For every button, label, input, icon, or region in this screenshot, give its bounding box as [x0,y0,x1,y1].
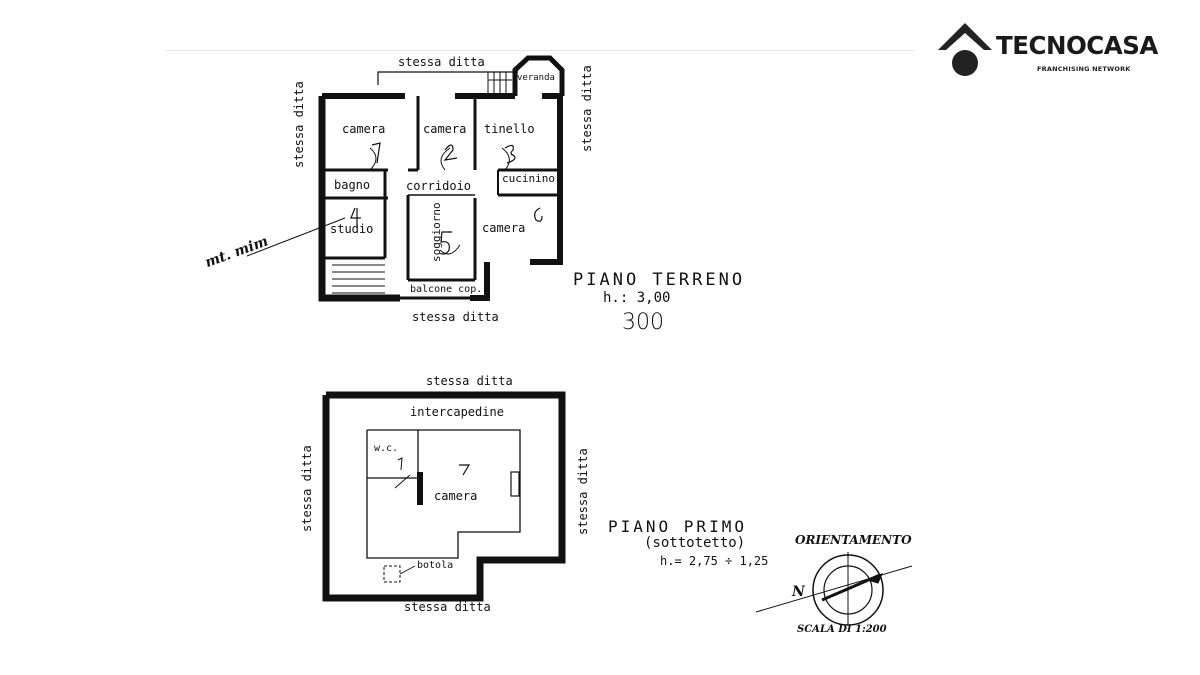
room-label-cucinino: cucinino [502,172,555,185]
ground-neighbor-right: stessa ditta [580,65,594,152]
room-label-corridoio: corridoio [406,179,472,193]
room-label-balcone: balcone cop. [410,284,483,295]
room-label-soggiorno: soggiorno [430,202,443,262]
ground-floor-walls [246,55,565,302]
room-label-wc: w.c. [374,443,399,454]
first-neighbor-right: stessa ditta [576,448,590,535]
first-neighbor-left: stessa ditta [300,445,314,532]
first-floor-height: h.= 2,75 ÷ 1,25 [660,554,769,568]
first-neighbor-top: stessa ditta [426,374,513,388]
room-label-studio: studio [330,222,374,236]
ground-floor-height: h.: 3,00 [603,290,671,306]
first-neighbor-bottom: stessa ditta [404,600,491,614]
scale-label: SCALA DI 1:200 [797,624,887,635]
compass-label: ORIENTAMENTO [795,533,912,547]
tecnocasa-logo [938,23,992,76]
room-label-camera-6: camera [482,221,526,235]
compass-rose [755,552,913,626]
compass-north: N [792,584,805,600]
first-floor-title: PIANO PRIMO [608,517,747,536]
brand-tagline: FRANCHISING NETWORK [1037,65,1131,73]
first-floor-subtitle: (sottotetto) [644,535,746,551]
room-label-veranda: veranda [517,73,555,83]
room-label-intercapedine: intercapedine [410,405,504,419]
room-label-camera-2: camera [423,122,467,136]
room-label-camera-1: camera [342,122,386,136]
ground-neighbor-bottom: stessa ditta [412,310,499,324]
ground-neighbor-top: stessa ditta [398,55,485,69]
brand-name: TECNOCASA [996,31,1158,60]
room-label-camera-7: camera [434,489,478,503]
ground-neighbor-left: stessa ditta [292,81,306,168]
ground-floor-title: PIANO TERRENO [573,270,746,290]
room-label-botola: botola [417,560,454,571]
first-floor-walls [322,391,566,602]
top-divider [165,50,915,51]
room-label-tinello: tinello [484,122,535,136]
ground-floor-scale-note: 300 [622,310,664,335]
room-label-bagno: bagno [334,178,371,192]
